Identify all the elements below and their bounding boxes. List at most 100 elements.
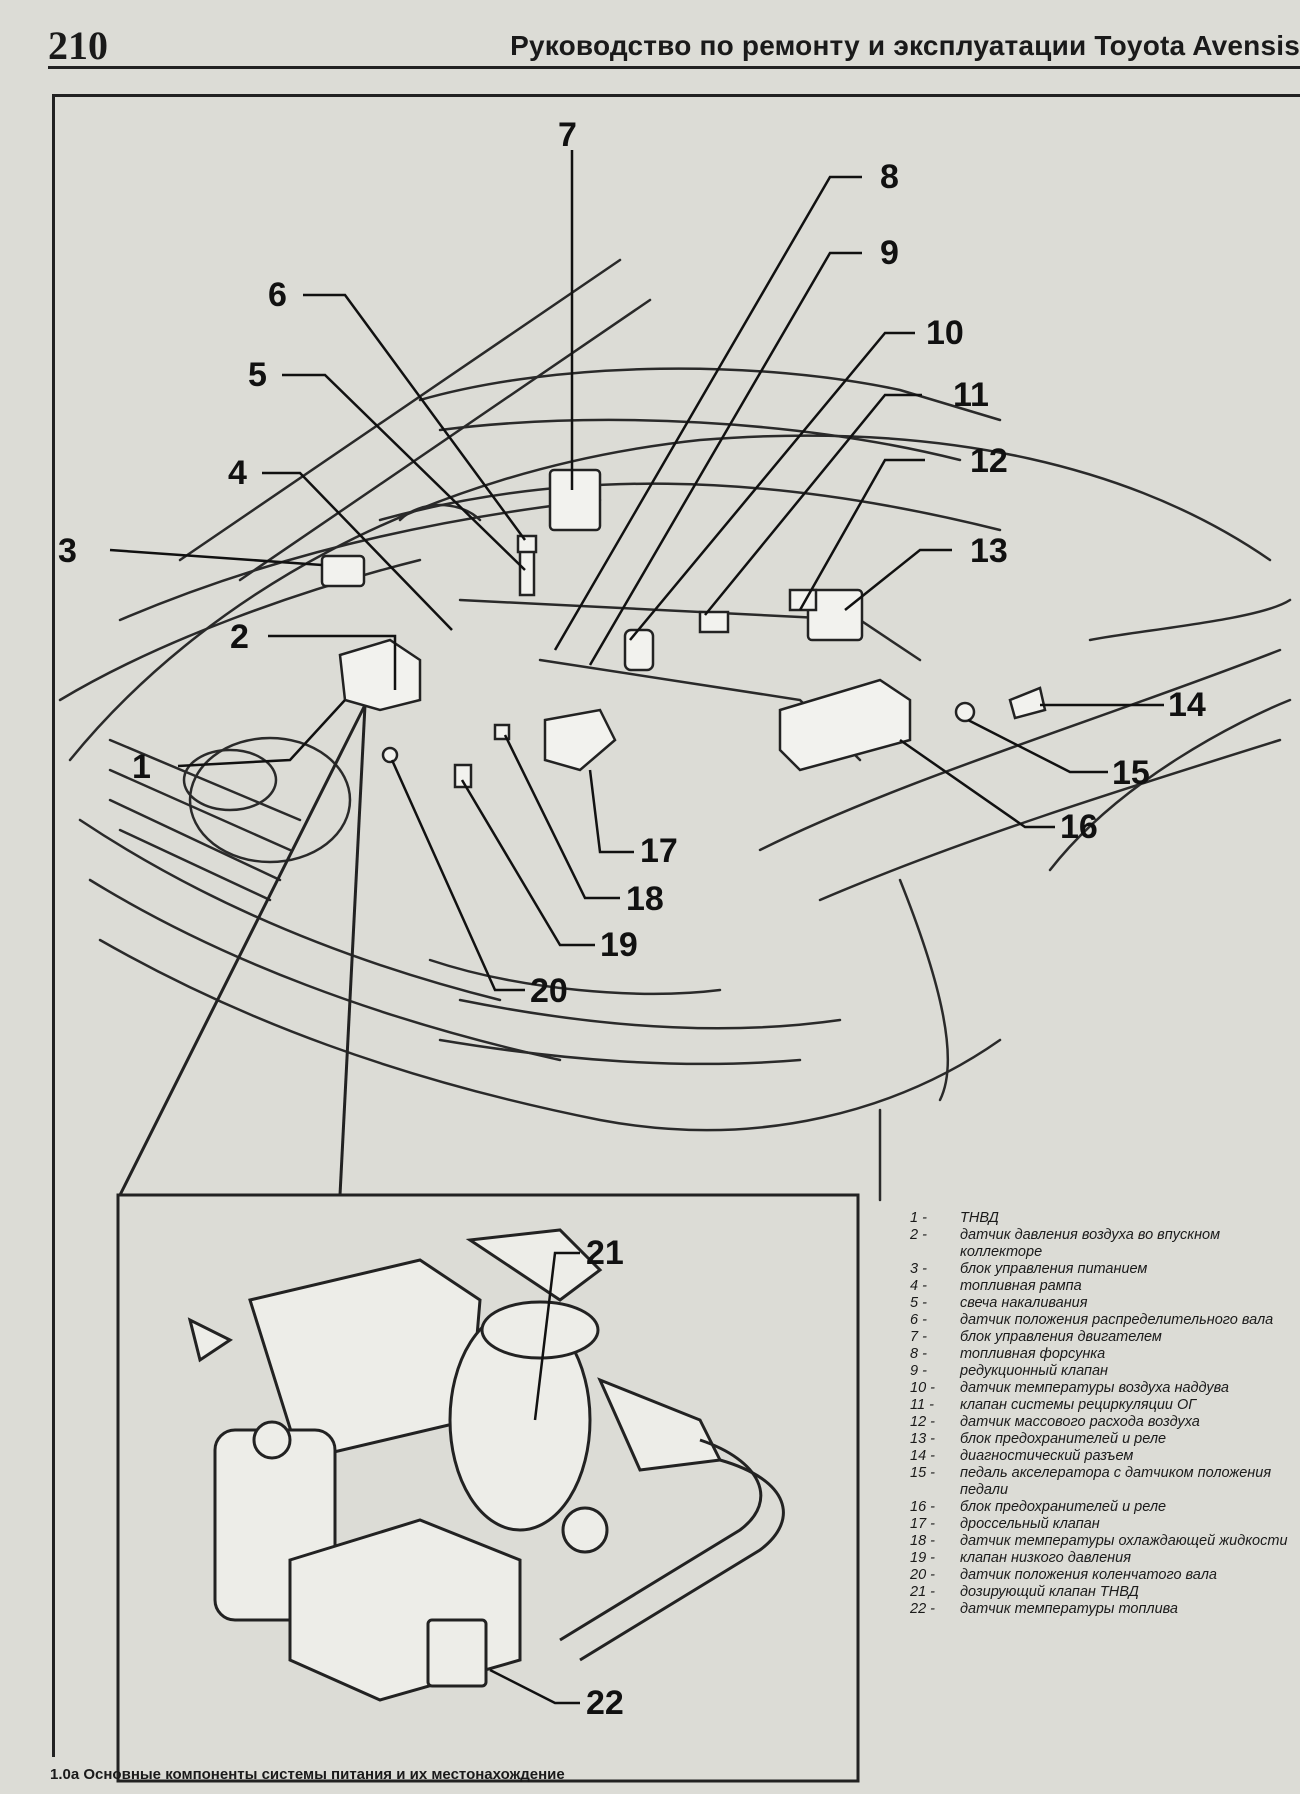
- relay-box-13: [806, 588, 864, 642]
- callout-5: 5: [248, 356, 267, 394]
- callout-17: 17: [640, 832, 678, 870]
- legend-number: 14 -: [910, 1448, 935, 1464]
- air-sensor: [698, 610, 730, 634]
- legend-item: 2 - датчик давления воздуха во впускном к…: [910, 1227, 1300, 1261]
- legend-text: блок предохранителей и реле: [960, 1431, 1167, 1447]
- legend-item: 11 -клапан системы рециркуляции ОГ: [910, 1397, 1300, 1414]
- callout-9: 9: [880, 234, 899, 272]
- inset-frame: [116, 704, 860, 1783]
- legend-item: 17 -дроссельный клапан: [910, 1516, 1300, 1533]
- callout-11: 11: [953, 376, 989, 414]
- legend-number: 20 -: [910, 1567, 935, 1583]
- pump-small: [338, 638, 422, 712]
- legend-number: 17 -: [910, 1516, 935, 1532]
- legend-number: 13 -: [910, 1431, 935, 1447]
- pedal-sensor: [954, 701, 976, 723]
- legend-text: топливная рампа: [960, 1278, 1082, 1294]
- page-number: 210: [48, 23, 108, 68]
- legend-number: 2 -: [910, 1227, 927, 1243]
- legend-number: 12 -: [910, 1414, 935, 1430]
- legend-number: 22 -: [910, 1601, 935, 1617]
- callout-21: 21: [586, 1234, 624, 1272]
- figure-frame: [52, 94, 1300, 1757]
- callout-1: 1: [132, 748, 151, 786]
- callout-10: 10: [926, 314, 964, 352]
- legend-text: клапан системы рециркуляции ОГ: [960, 1397, 1197, 1413]
- book-title: Руководство по ремонту и эксплуатации To…: [510, 30, 1300, 61]
- callout-14: 14: [1168, 686, 1206, 724]
- legend-text: свеча накаливания: [960, 1295, 1088, 1311]
- legend-item: 3 - блок управления питанием: [910, 1261, 1300, 1278]
- legend-text: блок управления питанием: [960, 1261, 1148, 1277]
- legend-text: датчик массового расхода воздуха: [960, 1414, 1200, 1430]
- legend-item: 21 - дозирующий клапан ТНВД: [910, 1584, 1300, 1601]
- callout-2: 2: [230, 618, 249, 656]
- legend-number: 5 -: [910, 1295, 927, 1311]
- page-header: 210 Руководство по ремонту и эксплуатаци…: [48, 18, 1300, 68]
- legend-item: 15 - педаль акселератора с датчиком полож…: [910, 1465, 1300, 1499]
- legend-number: 10 -: [910, 1380, 935, 1396]
- legend-item: 16 -блок предохранителей и реле: [910, 1499, 1300, 1516]
- legend-number: 3 -: [910, 1261, 927, 1277]
- pump-detail: [187, 1228, 723, 1702]
- figure-legend: 1 - ТНВД 2 - датчик давления воздуха во впу…: [910, 1210, 1300, 1618]
- legend-number: 7 -: [910, 1329, 927, 1345]
- figure-caption: 1.0a Основные компоненты системы питания…: [50, 1766, 565, 1783]
- cam-sensor: [516, 534, 538, 554]
- header-rule: [48, 66, 1300, 69]
- fuse-box-16: [778, 678, 912, 772]
- power-control-unit: [320, 554, 366, 588]
- legend-number: 1 -: [910, 1210, 927, 1226]
- legend-number: 9 -: [910, 1363, 927, 1379]
- callout-7: 7: [558, 116, 577, 154]
- legend-text: клапан низкого давления: [960, 1550, 1131, 1566]
- legend-number: 19 -: [910, 1550, 935, 1566]
- legend-item: 18 -датчик температуры охлаждающей жидко…: [910, 1533, 1300, 1550]
- callout-6: 6: [268, 276, 287, 314]
- legend-item: 10 - датчик температуры воздуха наддува: [910, 1380, 1300, 1397]
- low-pressure-valve: [381, 746, 399, 764]
- legend-text: датчик температуры воздуха наддува: [960, 1380, 1229, 1396]
- legend-number: 4 -: [910, 1278, 927, 1294]
- legend-item: 4 - топливная рампа: [910, 1278, 1300, 1295]
- legend-item: 19 - клапан низкого давления: [910, 1550, 1300, 1567]
- legend-item: 5 - свеча накаливания: [910, 1295, 1300, 1312]
- legend-text: ТНВД: [960, 1210, 999, 1226]
- legend-text: дозирующий клапан ТНВД: [960, 1584, 1139, 1600]
- legend-text: блок управления двигателем: [960, 1329, 1162, 1345]
- throttle-valve: [543, 708, 617, 772]
- legend-number: 6 -: [910, 1312, 927, 1328]
- callout-3: 3: [58, 532, 77, 570]
- callout-4: 4: [228, 454, 247, 492]
- ecu-box: [548, 468, 602, 532]
- legend-text: датчик температуры охлаждающей жидкости: [960, 1533, 1288, 1549]
- legend-item: 1 - ТНВД: [910, 1210, 1300, 1227]
- legend-item: 12 - датчик массового расхода воздуха: [910, 1414, 1300, 1431]
- legend-text: датчик положения распределительного вала: [960, 1312, 1274, 1328]
- callout-20: 20: [530, 972, 568, 1010]
- crank-sensor: [453, 763, 473, 789]
- callout-8: 8: [880, 158, 899, 196]
- legend-item: 20 - датчик положения коленчатого вала: [910, 1567, 1300, 1584]
- legend-text: датчик положения коленчатого вала: [960, 1567, 1217, 1583]
- legend-item: 13 - блок предохранителей и реле: [910, 1431, 1300, 1448]
- fuel-lines: [559, 1438, 785, 1662]
- legend-item: 7 - блок управления двигателем: [910, 1329, 1300, 1346]
- legend-text: датчик температуры топлива: [960, 1601, 1178, 1617]
- callout-12: 12: [970, 442, 1008, 480]
- legend-number: 21 -: [910, 1584, 935, 1600]
- leader-lines: [109, 150, 1164, 1705]
- legend-text: топливная форсунка: [960, 1346, 1106, 1362]
- callout-18: 18: [626, 880, 664, 918]
- legend-text: диагностический разъем: [960, 1448, 1134, 1464]
- callout-19: 19: [600, 926, 638, 964]
- legend-text: педаль акселератора с датчиком положения…: [960, 1465, 1272, 1498]
- callout-13: 13: [970, 532, 1008, 570]
- legend-text: редукционный клапан: [960, 1363, 1109, 1379]
- legend-item: 22 - датчик температуры топлива: [910, 1601, 1300, 1618]
- legend-text: датчик давления воздуха во впускном колл…: [960, 1227, 1221, 1260]
- legend-number: 15 -: [910, 1465, 935, 1481]
- legend-item: 8 -топливная форсунка: [910, 1346, 1300, 1363]
